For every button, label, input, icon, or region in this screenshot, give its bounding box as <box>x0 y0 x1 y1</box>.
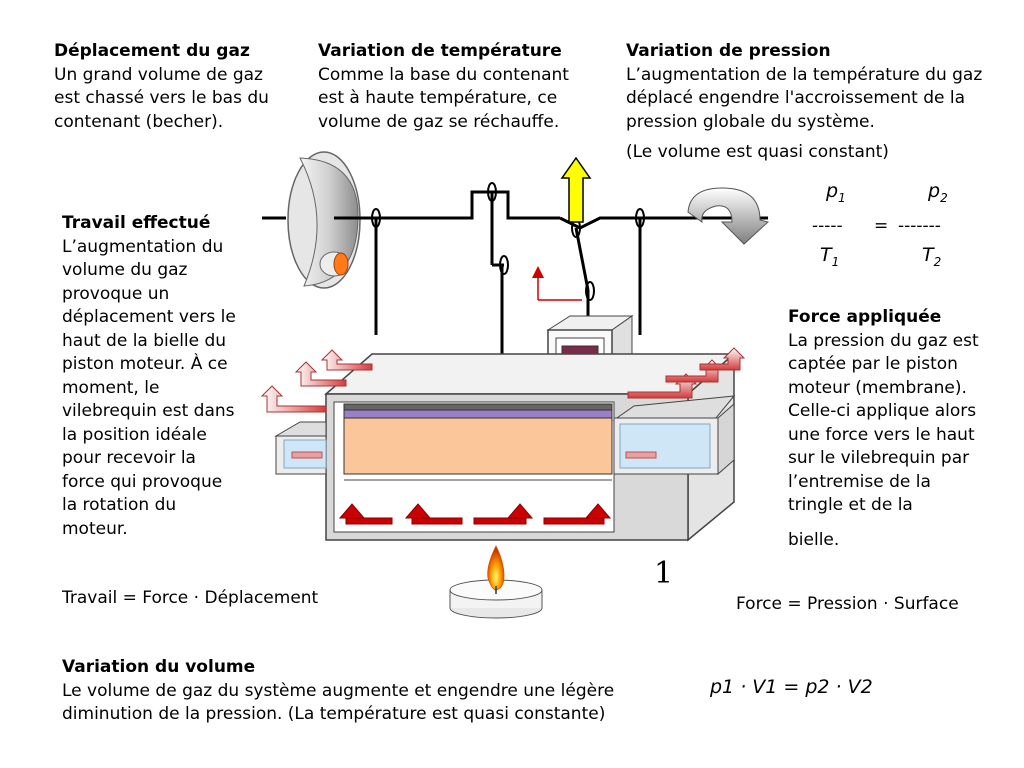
heat-exit-left <box>260 349 373 413</box>
gas-container <box>323 352 737 542</box>
volume-variation-title: Variation du volume <box>62 657 256 677</box>
right-cooling-tray <box>612 395 736 476</box>
pressure-arrow <box>532 266 582 301</box>
rotation-arrow <box>687 187 770 245</box>
p2-label: p2 <box>928 180 948 205</box>
pressure-variation-block: Variation de pression L’augmentation de … <box>626 40 996 165</box>
slide-number: 1 <box>654 556 674 591</box>
applied-force-title: Force appliquée <box>788 307 942 327</box>
t1-sub: 1 <box>831 254 840 269</box>
p1-sub: 1 <box>838 190 846 205</box>
equals-sign: = <box>874 216 889 236</box>
work-done-title: Travail effectué <box>62 213 211 233</box>
force-equation: Force = Pression · Surface <box>736 594 959 614</box>
boyle-equation: p1 · V1 = p2 · V2 <box>710 676 873 698</box>
p2-sub: 2 <box>940 190 948 205</box>
flame-icon <box>487 545 505 594</box>
left-cooling-tray <box>274 421 327 475</box>
fraction-line-right: ------- <box>898 216 941 236</box>
applied-force-body: La pression du gaz est captée par le pis… <box>788 330 979 516</box>
volume-variation-body: Le volume de gaz du système augmente et … <box>62 680 615 725</box>
heat-exit-right <box>627 347 746 399</box>
applied-force-block: Force appliquée La pression du gaz est c… <box>788 306 988 552</box>
crankshaft <box>262 190 768 372</box>
applied-force-tail: bielle. <box>788 529 840 550</box>
p1-label: p1 <box>826 180 846 205</box>
work-equation: Travail = Force · Déplacement <box>62 588 319 608</box>
t1-label: T1 <box>820 244 839 269</box>
pressure-variation-title: Variation de pression <box>626 41 831 61</box>
heat-flow-arrows <box>291 451 657 525</box>
gas-displacement-body: Un grand volume de gaz est chassé vers l… <box>54 64 269 132</box>
temperature-variation-title: Variation de température <box>318 41 562 61</box>
t2-sub: 2 <box>933 254 942 269</box>
t2-base: T <box>922 244 934 266</box>
p1-base: p <box>826 180 839 202</box>
pressure-variation-body: L’augmentation de la température du gaz … <box>626 64 983 132</box>
temperature-variation-body: Comme la base du contenant est à haute t… <box>318 64 569 132</box>
temperature-variation-block: Variation de température Comme la base d… <box>318 40 598 134</box>
pressure-variation-note: (Le volume est quasi constant) <box>626 142 889 162</box>
force-arrow-up <box>560 156 592 223</box>
gas-displacement-block: Déplacement du gaz Un grand volume de ga… <box>54 40 274 134</box>
p2-base: p <box>928 180 941 202</box>
gas-displacement-title: Déplacement du gaz <box>54 41 250 61</box>
flywheel <box>287 151 361 289</box>
t1-base: T <box>820 244 832 266</box>
fraction-line-left: ----- <box>812 216 843 236</box>
volume-variation-block: Variation du volume Le volume de gaz du … <box>62 656 662 727</box>
work-done-block: Travail effectué L’augmentation du volum… <box>62 212 242 541</box>
work-done-body: L’augmentation du volume du gaz provoque… <box>62 236 236 539</box>
t2-label: T2 <box>922 244 941 269</box>
